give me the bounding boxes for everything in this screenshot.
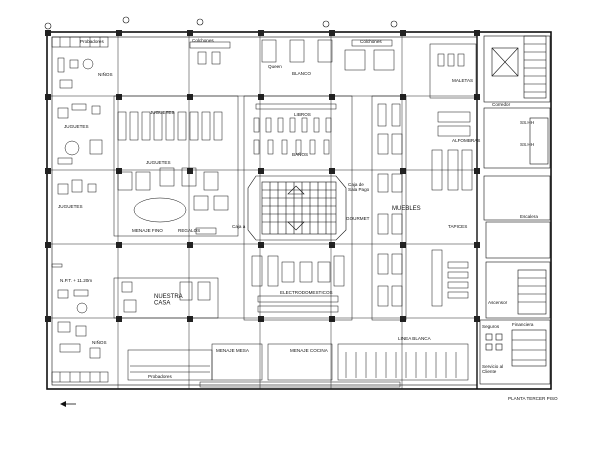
label-escalera: Escalera [520, 214, 538, 219]
label-maletas: MALETAS [452, 78, 473, 83]
north-arrow-icon [60, 401, 76, 407]
label-muebles: MUEBLES [392, 206, 421, 212]
label-electrodomesticos: ELECTRODOMESTICOS [280, 290, 333, 295]
label-juguetes-b: JUGUETES [64, 124, 89, 129]
nuestra-casa-block [113, 277, 219, 319]
juguetes-block [113, 95, 239, 237]
label-caja-a: Caja a [232, 224, 246, 229]
muebles-block [371, 95, 407, 321]
label-linea-blanca: LINEA BLANCA [398, 336, 432, 341]
label-ninos-top: NIÑOS [98, 71, 113, 77]
label-colchones-a: Colchones [192, 38, 214, 43]
columns [45, 30, 480, 322]
label-ascensor: Ascensor [488, 300, 508, 305]
label-sshh-b: SS.HH [520, 142, 534, 147]
label-menaje-fino: MENAJE FINO [132, 228, 163, 233]
label-juguetes-d: JUGUETES [58, 204, 83, 209]
label-juguetes-c: JUGUETES [146, 160, 171, 165]
probadores-top-block [51, 36, 109, 48]
labels: Probadores NIÑOS JUGUETES JUGUETES JUGUE… [58, 38, 558, 401]
colchones-block [189, 39, 395, 71]
ninos-fixtures [51, 57, 103, 359]
label-menaje-cocina: MENAJE COCINA [290, 348, 329, 353]
label-banos: BAÑOS [292, 151, 308, 157]
plant-symbols [44, 16, 398, 30]
probadores-bottom-block [51, 371, 109, 383]
label-libros: LIBROS [294, 112, 311, 117]
service-core [479, 35, 551, 385]
label-queen: Queen [268, 64, 282, 69]
label-tapices: TAPICES [448, 224, 467, 229]
label-juguetes-a: JUGUETES [150, 110, 175, 115]
label-colchones-b: Colchones [360, 39, 382, 44]
label-financiera: Financiera [512, 322, 534, 327]
outer-walls [46, 31, 552, 390]
escalator-atrium [247, 175, 347, 241]
right-block [429, 43, 477, 307]
label-gourmet: GOURMET [346, 216, 370, 221]
label-probadores-top: Probadores [80, 39, 104, 44]
plan-title: PLANTA TERCER PISO [508, 396, 558, 401]
label-corredor: Corredor [492, 102, 511, 107]
label-alfombras: ALFOMBRAS [452, 138, 480, 143]
label-ninos-bottom: NIÑOS [92, 339, 107, 345]
label-sshh-a: SS.HH [520, 120, 534, 125]
label-probadores-bottom: Probadores [148, 374, 172, 379]
label-regalos: REGALOS [178, 228, 200, 233]
label-blanco: BLANCO [292, 71, 311, 76]
label-menaje-mesa: MENAJE MESA [216, 348, 250, 353]
bottom-strip [127, 343, 469, 388]
central-merchandise [243, 95, 353, 321]
label-sala-reserva: N.P.T. + 11.20m [60, 278, 92, 283]
label-seguros: Seguros [482, 324, 500, 329]
